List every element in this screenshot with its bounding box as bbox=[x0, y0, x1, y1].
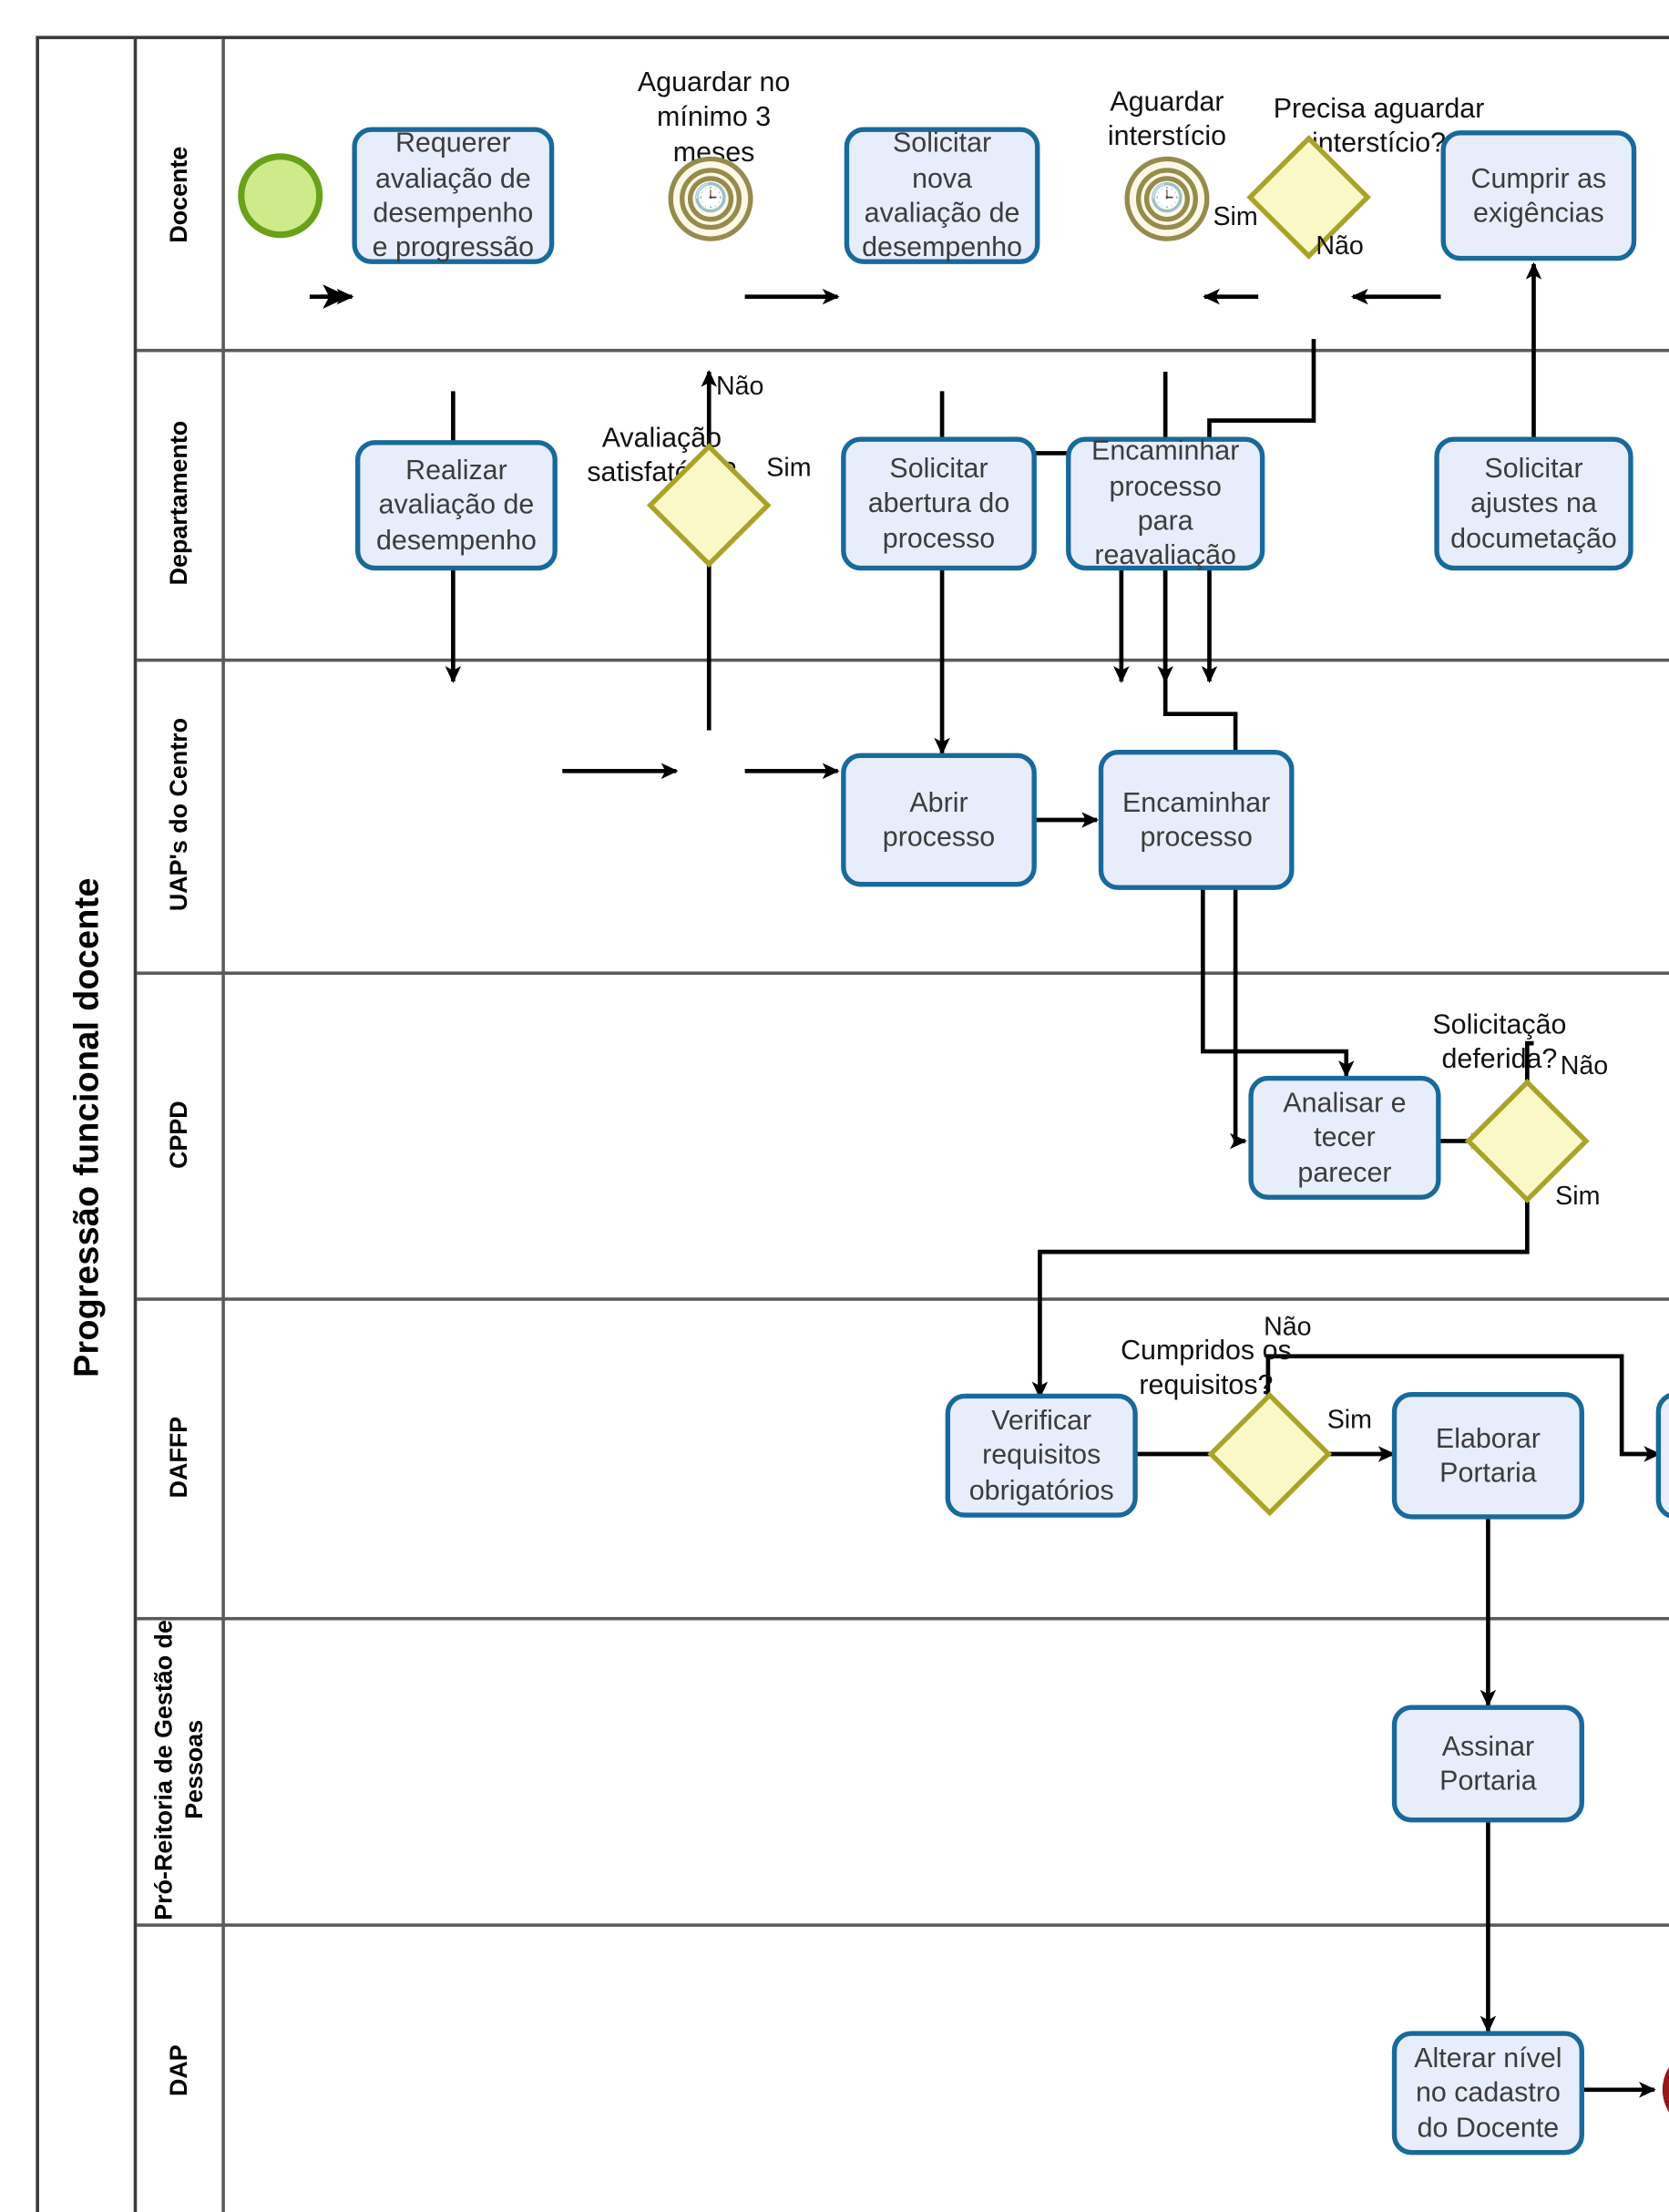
flow-label-requisitos-nao: Não bbox=[1264, 1314, 1312, 1342]
flow-label-deferida-nao: Não bbox=[1560, 1052, 1609, 1081]
pool-title-divider bbox=[133, 38, 138, 2212]
flow-label-avaliacao-sim: Sim bbox=[766, 455, 812, 483]
task-requerer-avaliacao[interactable]: Requerer avaliação de desempenho e progr… bbox=[352, 127, 555, 264]
task-encaminhar-processo[interactable]: Encaminhar processo bbox=[1098, 750, 1295, 890]
timer-ring-2 bbox=[680, 168, 742, 230]
lane-departamento bbox=[137, 348, 1669, 659]
flow-label-requisitos-sim: Sim bbox=[1326, 1407, 1372, 1435]
flow-label-deferida-sim: Sim bbox=[1555, 1183, 1601, 1212]
timer-3meses-label: Aguardar no mínimo 3 meses bbox=[637, 67, 791, 168]
lane-title-divider bbox=[221, 38, 225, 2212]
lane-cppd bbox=[137, 971, 1669, 1297]
start-event[interactable] bbox=[238, 153, 323, 239]
flow-label-intersticio-nao: Não bbox=[1316, 232, 1364, 261]
timer-ring-3 bbox=[687, 176, 734, 222]
gateway-label-solicitacao-deferida: Solicitação deferida? bbox=[1432, 1009, 1567, 1075]
task-analisar-tecer-parecer[interactable]: Analisar e tecer parecer bbox=[1248, 1075, 1441, 1200]
task-alterar-nivel-cadastro-docente[interactable]: Alterar nível no cadastro do Docente bbox=[1391, 2031, 1584, 2156]
task-cumprir-as-exigencias[interactable]: Cumprir as exigências bbox=[1440, 130, 1637, 261]
lane-dap bbox=[137, 1923, 1669, 2212]
task-realizar-avaliacao-desempenho[interactable]: Realizar avaliação de desempenho bbox=[355, 440, 558, 571]
task-solicitar-nova-avaliacao[interactable]: Solicitar nova avaliação de desempenho bbox=[844, 127, 1040, 264]
timer-ring-3 bbox=[1143, 176, 1191, 222]
task-assinar-portaria[interactable]: Assinar Portaria bbox=[1391, 1705, 1584, 1823]
clock-icon: 🕒 bbox=[1150, 182, 1184, 216]
gateway-label-precisa-aguardar-intersticio: Precisa aguardar interstício? bbox=[1273, 92, 1485, 159]
timer-intersticio-label: Aguardar interstício bbox=[1107, 86, 1227, 152]
task-abrir-processo[interactable]: Abrir processo bbox=[841, 753, 1037, 887]
lane-pro-reitoria-gestao-pessoas bbox=[137, 1616, 1669, 1923]
task-informar-pendencia-verificada[interactable]: Informar sobre pendência verificada bbox=[1655, 1392, 1669, 1520]
timer-intermediate-event-3-meses[interactable]: 🕒 bbox=[668, 156, 753, 241]
task-solicitar-abertura-processo[interactable]: Solicitar abertura do processo bbox=[841, 436, 1037, 571]
lane-uaps-do-centro bbox=[137, 658, 1669, 972]
task-elaborar-portaria[interactable]: Elaborar Portaria bbox=[1391, 1392, 1584, 1520]
task-encaminhar-processo-reavaliacao[interactable]: Encaminhar processo para reavaliação bbox=[1066, 435, 1265, 571]
gateway-label-cumpridos-os-requisitos: Cumpridos os requisitos? bbox=[1121, 1335, 1292, 1401]
flow-label-intersticio-sim: Sim bbox=[1213, 203, 1258, 232]
timer-intermediate-event-intersticio[interactable]: 🕒 bbox=[1124, 156, 1210, 241]
lane-daffp bbox=[137, 1297, 1669, 1617]
timer-ring-2 bbox=[1135, 168, 1198, 230]
task-solicitar-ajustes-documentacao[interactable]: Solicitar ajustes na documetação bbox=[1434, 436, 1633, 571]
task-verificar-requisitos-obrigatorios[interactable]: Verificar requisitos obrigatórios bbox=[945, 1393, 1138, 1518]
clock-icon: 🕒 bbox=[693, 182, 728, 216]
flow-label-avaliacao-nao: Não bbox=[715, 373, 764, 402]
